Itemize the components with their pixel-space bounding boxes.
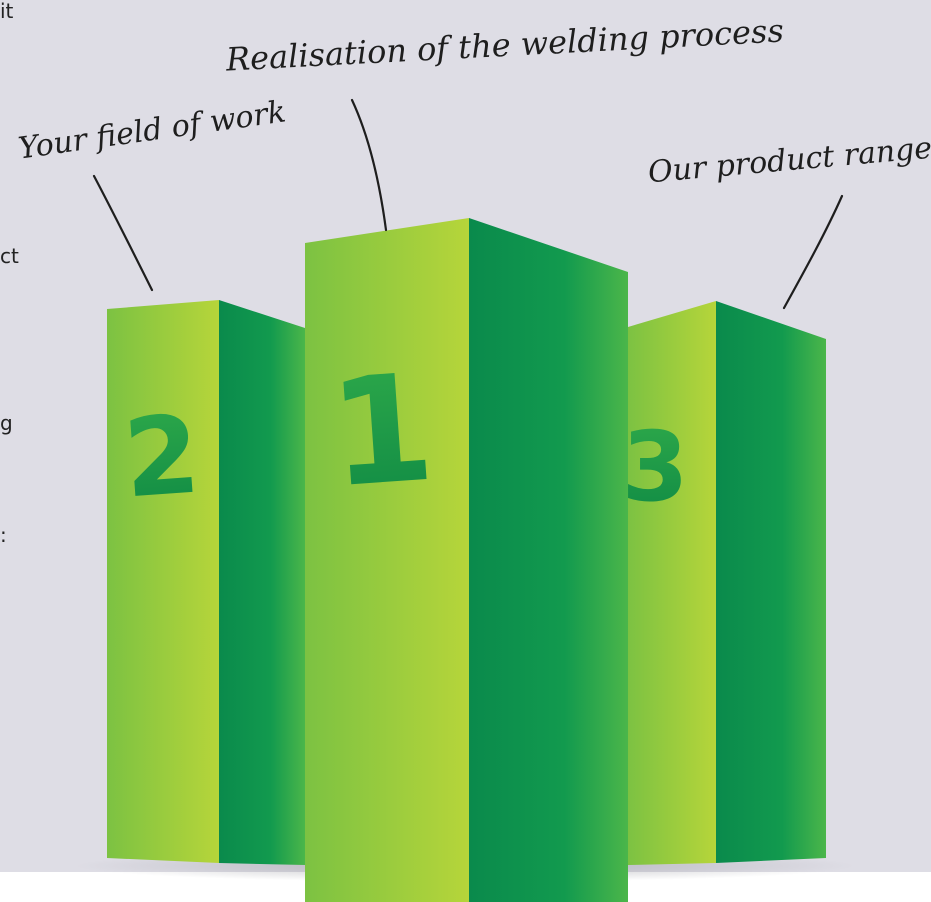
podium-block-third: 3: [622, 301, 826, 865]
podium-number-3: 3: [622, 411, 689, 523]
podium-block-first: 1: [305, 218, 628, 902]
block-second-side: [219, 300, 305, 865]
cropped-text-4: :: [0, 523, 7, 547]
block-first-front: [305, 218, 469, 902]
podium-number-1: 1: [324, 342, 439, 521]
cropped-text-3: g: [0, 411, 13, 435]
block-second-front: [107, 300, 219, 863]
annotation-third-pointer: [782, 194, 844, 310]
podium-block-second: 2: [107, 300, 305, 865]
podium-number-2: 2: [120, 393, 204, 523]
annotation-first-pointer: [350, 98, 388, 232]
block-third-front: [628, 301, 716, 865]
block-third-side: [716, 301, 826, 863]
annotation-second-pointer: [92, 174, 154, 292]
block-first-side: [469, 218, 628, 902]
cropped-text-1: it: [0, 0, 14, 23]
cropped-text-2: ct: [0, 244, 19, 268]
